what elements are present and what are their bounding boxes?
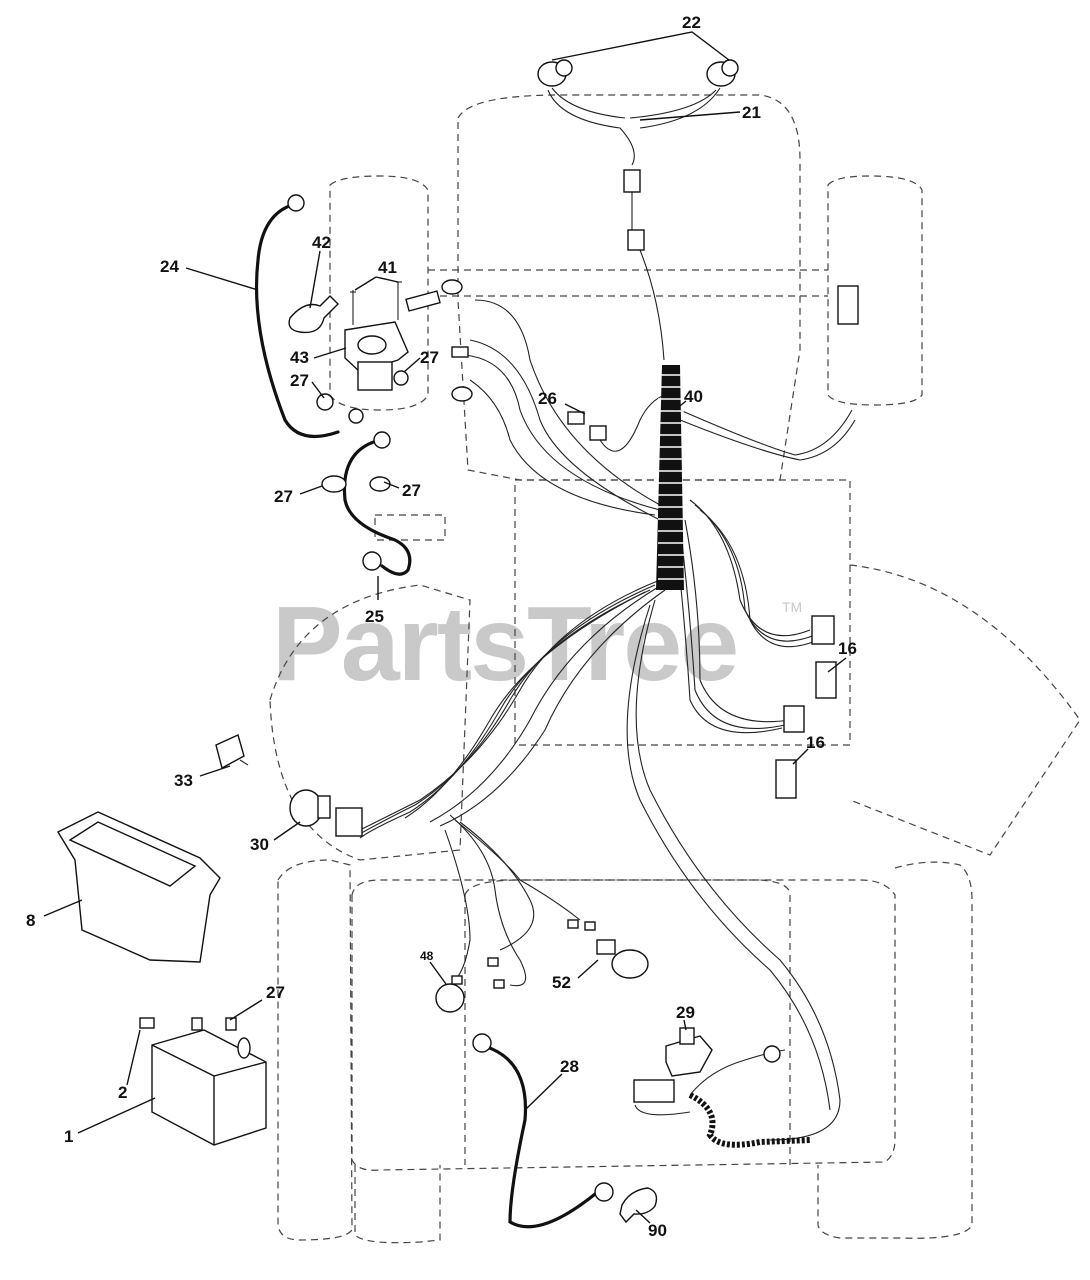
harness-wires — [357, 185, 856, 1141]
callout-labels: 22 21 24 42 41 43 27 27 27 27 26 40 25 1… — [26, 13, 857, 1240]
callout-41: 41 — [378, 258, 397, 277]
ring-terminals — [287, 194, 781, 1202]
callout-90: 90 — [648, 1221, 667, 1240]
callout-27-e: 27 — [266, 983, 285, 1002]
callout-2: 2 — [118, 1083, 127, 1102]
callout-21: 21 — [742, 103, 761, 122]
callout-25: 25 — [365, 607, 384, 626]
callout-30: 30 — [250, 835, 269, 854]
callout-27-a: 27 — [420, 348, 439, 367]
callout-29: 29 — [676, 1003, 695, 1022]
headlights-22 — [537, 59, 739, 251]
cable-24 — [254, 203, 340, 439]
tractor-outline — [269, 94, 1081, 1244]
callout-42: 42 — [312, 233, 331, 252]
callout-24: 24 — [160, 257, 179, 276]
callout-28: 28 — [560, 1057, 579, 1076]
leader-lines — [43, 31, 847, 1224]
battery-1 — [139, 1017, 267, 1146]
connectors-16 — [775, 285, 859, 799]
battery-cables — [254, 203, 602, 1229]
callout-48: 48 — [420, 949, 434, 963]
callout-52: 52 — [552, 973, 571, 992]
bulb-48 — [435, 919, 596, 1013]
harness-conduit-40 — [656, 365, 684, 590]
callout-22: 22 — [682, 13, 701, 32]
callout-40: 40 — [684, 387, 703, 406]
key-33 — [215, 734, 249, 770]
callout-33: 33 — [174, 771, 193, 790]
battery-tray-8 — [57, 811, 221, 963]
callout-16-a: 16 — [838, 639, 857, 658]
callout-27-d: 27 — [402, 481, 421, 500]
watermark-trademark: TM — [782, 599, 802, 615]
callout-26: 26 — [538, 389, 557, 408]
watermark-text: PartsTree — [272, 585, 737, 703]
small-screws-41 — [350, 281, 402, 293]
callout-27-c: 27 — [274, 487, 293, 506]
callout-8: 8 — [26, 911, 35, 930]
callout-27-b: 27 — [290, 371, 309, 390]
callout-16-b: 16 — [806, 733, 825, 752]
boot-90 — [619, 1187, 658, 1224]
switch-29 — [633, 1027, 713, 1103]
bulb-52 — [596, 939, 649, 979]
connectors-26 — [567, 411, 607, 441]
ignition-switch-30 — [289, 789, 363, 837]
solenoid-43 — [316, 282, 441, 493]
callout-1: 1 — [64, 1127, 73, 1146]
callout-43: 43 — [290, 348, 309, 367]
cable-25 — [342, 438, 412, 576]
cable-28 — [482, 1044, 602, 1229]
boot-42 — [288, 295, 339, 334]
